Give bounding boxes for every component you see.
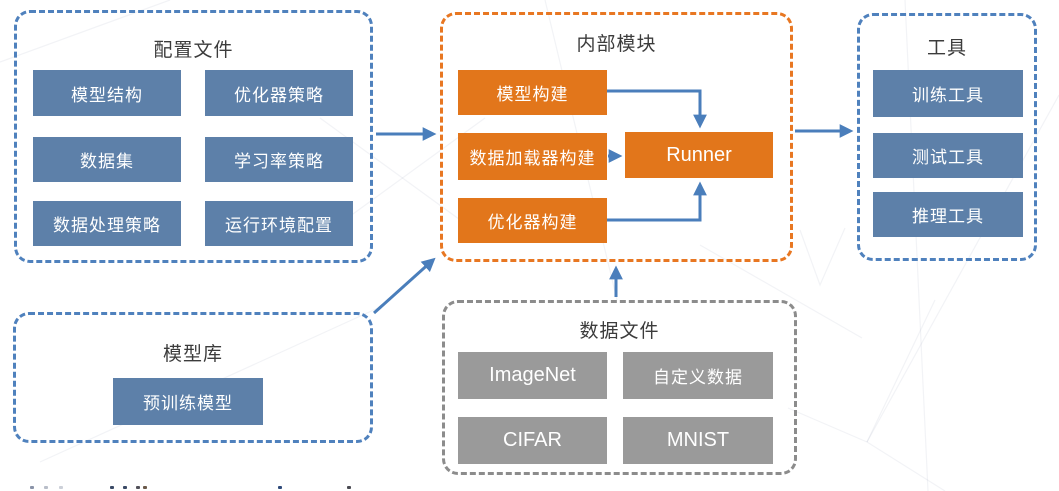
model-zoo-item-pretrained[interactable]: 预训练模型 bbox=[113, 378, 263, 425]
data-files-item-imagenet[interactable]: ImageNet bbox=[458, 352, 607, 399]
config-files-title: 配置文件 bbox=[153, 40, 234, 61]
data-files-item-mnist[interactable]: MNIST bbox=[623, 417, 773, 464]
data-files-group: 数据文件 bbox=[442, 300, 797, 475]
data-files-item-custom[interactable]: 自定义数据 bbox=[623, 352, 773, 399]
config-item-data-processing[interactable]: 数据处理策略 bbox=[33, 201, 181, 246]
config-files-group: 配置文件 bbox=[14, 10, 373, 263]
model-zoo-group: 模型库 bbox=[13, 312, 373, 443]
internal-item-optimizer-build[interactable]: 优化器构建 bbox=[458, 198, 607, 243]
tools-item-inference[interactable]: 推理工具 bbox=[873, 192, 1023, 237]
internal-item-model-build[interactable]: 模型构建 bbox=[458, 70, 607, 115]
tools-group: 工具 bbox=[857, 13, 1037, 261]
config-item-optimizer-policy[interactable]: 优化器策略 bbox=[205, 70, 353, 116]
tools-item-train[interactable]: 训练工具 bbox=[873, 70, 1023, 117]
arrow-modelzoo-to-internal bbox=[372, 257, 436, 315]
internal-modules-group: 内部模块 bbox=[440, 12, 793, 262]
config-item-model-structure[interactable]: 模型结构 bbox=[33, 70, 181, 116]
config-item-runtime-env[interactable]: 运行环境配置 bbox=[205, 201, 353, 246]
tools-item-test[interactable]: 测试工具 bbox=[873, 133, 1023, 178]
config-item-dataset[interactable]: 数据集 bbox=[33, 137, 181, 182]
model-zoo-title: 模型库 bbox=[162, 344, 223, 365]
data-files-item-cifar[interactable]: CIFAR bbox=[458, 417, 607, 464]
internal-modules-title: 内部模块 bbox=[576, 34, 657, 55]
tools-title: 工具 bbox=[926, 38, 967, 59]
data-files-title: 数据文件 bbox=[579, 321, 660, 342]
internal-item-dataloader-build[interactable]: 数据加载器构建 bbox=[458, 133, 607, 180]
runner-node[interactable]: Runner bbox=[625, 132, 773, 178]
config-item-lr-policy[interactable]: 学习率策略 bbox=[205, 137, 353, 182]
